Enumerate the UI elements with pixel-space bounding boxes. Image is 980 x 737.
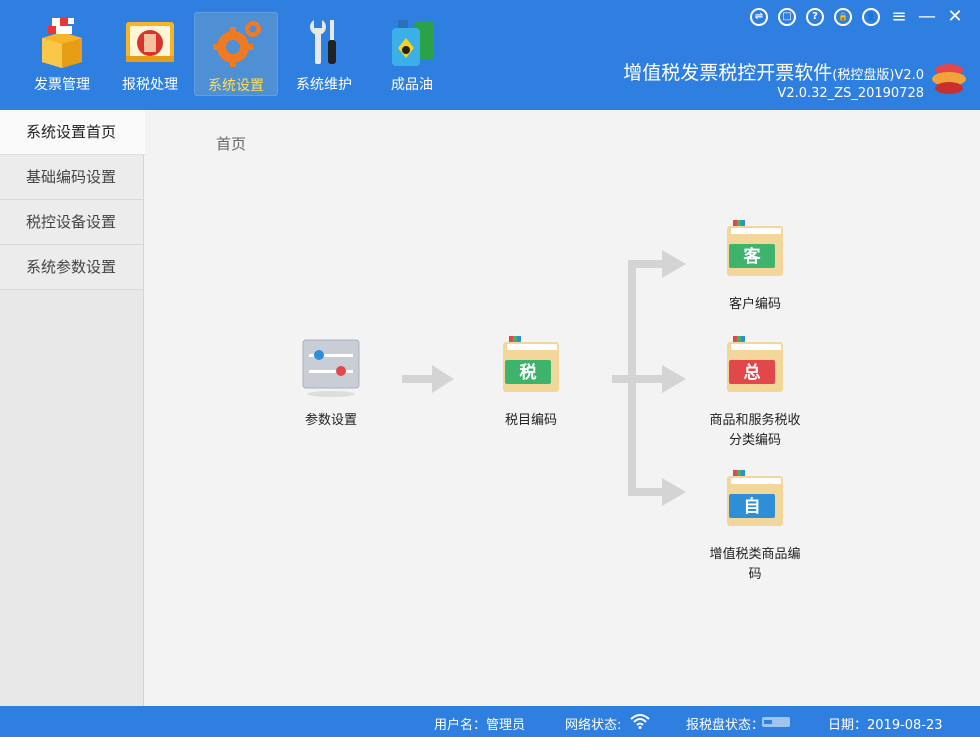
sidebar-item-tax-device[interactable]: 税控设备设置 [0,200,143,245]
tax-glyph: 税 [520,362,537,383]
tax-folder-icon [126,22,174,62]
toolbar-invoice-management-label: 发票管理 [34,77,90,93]
toolbar-invoice-management[interactable]: 发票管理 [20,12,104,96]
user-icon[interactable]: 👤 [862,8,880,26]
toolbar-tax-processing[interactable]: 报税处理 [108,12,192,96]
tax-disk-icon [762,717,790,727]
status-user-label: 用户名： [434,718,487,733]
app-logo-icon [932,64,966,94]
customer-glyph: 客 [743,246,762,267]
sliders-icon [302,339,360,397]
wrench-screwdriver-icon [310,20,336,64]
toolbar-system-settings-label: 系统设置 [208,78,264,94]
app-title: 增值税发票税控开票软件(税控盘版)V2.0 [623,58,924,85]
node-vat-goods-label: 增值税类商品编码 [709,547,801,582]
app-edition: (税控盘版) [832,68,895,83]
status-date-label: 日期： [828,718,868,733]
status-date-value: 2019-08-23 [867,718,943,733]
vat-goods-book-icon: 自 [727,470,783,526]
toolbar-tax-processing-label: 报税处理 [122,77,178,93]
node-tax-item-code[interactable]: 税 税目编码 [482,334,580,431]
status-bar: 用户名：管理员 网络状态: 报税盘状态： 日期：2019-08-23 [0,706,980,737]
wifi-icon [630,714,650,729]
app-title-text: 增值税发票税控开票软件 [623,62,833,84]
node-tax-item-label: 税目编码 [504,413,557,428]
classification-book-icon: 总 [727,336,783,392]
help-icon[interactable]: ? [806,8,824,26]
node-customer-label: 客户编码 [728,297,781,312]
node-customer-code[interactable]: 客 客户编码 [705,218,805,315]
sidebar-item-system-params[interactable]: 系统参数设置 [0,245,143,290]
node-goods-services-label: 商品和服务税收分类编码 [709,413,801,448]
menu-icon[interactable]: ≡ [891,6,907,27]
window-controls: ⇌ □ ? 🔒 👤 ≡ — ✕ [750,8,966,28]
vat-glyph: 自 [744,496,761,517]
status-user-value: 管理员 [486,718,526,733]
node-vat-goods-code[interactable]: 自 增值税类商品编码 [705,468,805,585]
status-date: 日期：2019-08-23 [828,714,943,733]
gear-icon [213,21,261,67]
tax-code-book-icon: 税 [503,336,559,392]
toolbar-refined-oil-label: 成品油 [391,77,433,93]
notes-icon[interactable]: □ [778,8,796,26]
status-user: 用户名：管理员 [434,714,525,733]
top-toolbar: 发票管理 报税处理 系统设置 [0,0,980,110]
goods-glyph: 总 [744,362,761,383]
toolbar-system-maintenance[interactable]: 系统维护 [282,12,366,96]
oil-can-icon [392,20,434,66]
close-icon[interactable]: ✕ [947,6,963,27]
status-network-label: 网络状态: [565,718,622,733]
status-disk-label: 报税盘状态： [686,718,765,733]
switch-icon[interactable]: ⇌ [750,8,768,26]
customer-code-book-icon: 客 [727,220,783,276]
node-params-settings[interactable]: 参数设置 [282,338,380,431]
app-title-version: V2.0 [894,68,924,83]
minimize-icon[interactable]: — [918,6,936,27]
toolbar-refined-oil[interactable]: 成品油 [370,12,454,96]
sidebar: 系统设置首页 基础编码设置 税控设备设置 系统参数设置 [0,110,145,706]
toolbar-system-maintenance-label: 系统维护 [296,77,352,93]
node-goods-services-code[interactable]: 总 商品和服务税收分类编码 [705,334,805,451]
toolbar-system-settings[interactable]: 系统设置 [194,12,278,96]
invoice-box-icon [42,18,82,68]
breadcrumb: 首页 [216,135,247,153]
node-params-label: 参数设置 [304,413,357,428]
sidebar-item-settings-home[interactable]: 系统设置首页 [0,110,145,155]
app-version: V2.0.32_ZS_20190728 [777,86,924,101]
sidebar-item-basic-codes[interactable]: 基础编码设置 [0,155,143,200]
lock-icon[interactable]: 🔒 [834,8,852,26]
flow-arrows [402,250,686,506]
